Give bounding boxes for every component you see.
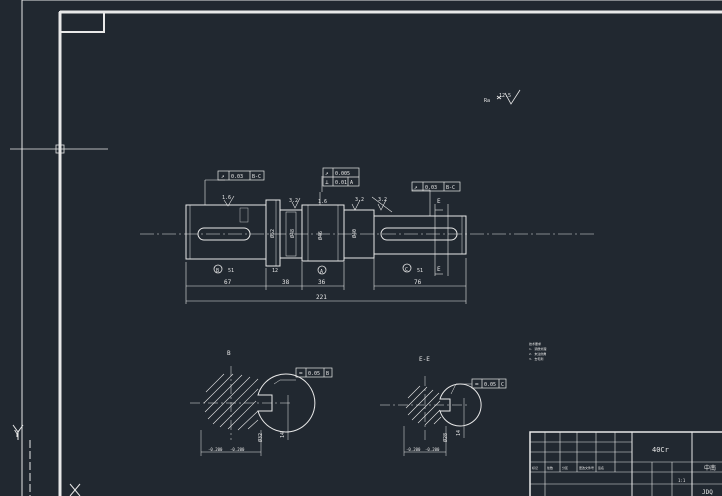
- scale-value: 1:1: [678, 478, 686, 483]
- shaft-main-view[interactable]: [140, 199, 595, 267]
- leader-lines: [204, 176, 449, 276]
- section-title: B: [227, 350, 231, 357]
- note-line: 2. 未注倒角: [529, 351, 546, 356]
- dimension-value: 36: [318, 279, 326, 286]
- tolerance-frame-right: [411, 181, 461, 192]
- ucs-icon: [12, 424, 31, 496]
- crosshair-cursor: [10, 100, 108, 200]
- section-depth: 14: [280, 432, 286, 438]
- diameter-label: Ø52: [269, 229, 276, 238]
- diameter-label: Ø48: [289, 229, 296, 238]
- school-name: 中南: [704, 464, 716, 472]
- section-tolerance: -0.200: [230, 447, 245, 452]
- surface-mark: 1.6: [318, 199, 327, 205]
- tol-symbol: ⊥: [325, 179, 329, 186]
- section-view-left[interactable]: [190, 366, 333, 456]
- tol-datum: B: [326, 371, 329, 377]
- dimension-total: 221: [316, 294, 327, 301]
- keyway-right: [380, 227, 458, 241]
- tolerance-frame-middle: [322, 167, 360, 187]
- dimension-lines: [185, 258, 467, 304]
- section-width: Ø28: [442, 433, 449, 442]
- tol-value: 0.05: [484, 382, 496, 388]
- keyway-left: [197, 227, 251, 241]
- title-block-label: 签名: [598, 465, 604, 470]
- ucs-y-label: Y: [14, 429, 20, 440]
- note-line: 1. 调质处理: [529, 346, 546, 351]
- note-line: 技术要求: [529, 341, 541, 346]
- tol-value: 0.01: [335, 180, 347, 186]
- title-block-label: 处数: [547, 465, 553, 470]
- dimension-value: 67: [224, 279, 232, 286]
- surface-roughness-symbol: [496, 89, 521, 105]
- section-width: Ø32: [257, 433, 264, 442]
- tol-datum: A: [350, 180, 353, 186]
- tol-symbol: ↗: [414, 184, 418, 191]
- tol-value: 0.05: [308, 371, 320, 377]
- datum-letter: B: [216, 268, 219, 274]
- tol-datum: B-C: [252, 174, 261, 180]
- datum-letter: C: [405, 267, 408, 273]
- tolerance-frame-left: [217, 170, 265, 181]
- title-block-label: 标记: [532, 465, 538, 470]
- section-depth: 14: [456, 430, 462, 436]
- surface-mark: 3.2: [289, 198, 298, 204]
- title-block-label: 分区: [562, 465, 568, 470]
- tol-value: 0.03: [425, 185, 437, 191]
- tol-value: 0.005: [335, 171, 350, 177]
- drawing-code: JDQ: [702, 489, 713, 496]
- section-view-right[interactable]: [380, 376, 507, 456]
- tol-datum: C: [501, 382, 504, 388]
- part-material: 40Cr: [652, 446, 669, 454]
- datum-markers: [213, 263, 412, 275]
- section-tolerance: -0.200: [208, 447, 223, 452]
- tol-datum: B-C: [446, 185, 455, 191]
- sheet-border: [21, 0, 722, 496]
- title-block-label: 更改文件号: [579, 465, 594, 470]
- section-tag: E: [437, 198, 441, 205]
- tol-symbol: =: [475, 381, 479, 388]
- surface-mark: 3.2: [378, 197, 387, 203]
- note-line: 3. 去毛刺: [529, 356, 543, 361]
- shaft-segment-5: [373, 215, 467, 255]
- tol-symbol: =: [299, 370, 303, 377]
- title-block[interactable]: [529, 431, 722, 496]
- tol-symbol: ↗: [221, 173, 225, 180]
- roughness-symbol: Ra: [484, 98, 490, 104]
- section-title: E-E: [419, 356, 430, 363]
- dimension-value: 38: [282, 279, 290, 286]
- small-dimension: 51: [417, 268, 423, 274]
- section-tolerance: -0.200: [425, 447, 440, 452]
- small-dimension: 51: [228, 268, 234, 274]
- section-tolerance: -0.200: [406, 447, 421, 452]
- technical-notes: 技术要求 1. 调质处理 2. 未注倒角 3. 去毛刺: [529, 341, 546, 361]
- dimension-value: 76: [414, 279, 422, 286]
- small-dimension: 12: [272, 268, 278, 274]
- diameter-label: Ø40: [351, 229, 358, 238]
- tol-value: 0.03: [231, 174, 243, 180]
- datum-letter: A: [320, 269, 323, 275]
- diameter-label: Ø46: [317, 231, 324, 240]
- surface-mark: 3.2: [355, 197, 364, 203]
- section-tag: E: [437, 266, 441, 273]
- roughness-value: 12.5: [499, 93, 511, 99]
- surface-mark: 1.6: [222, 195, 231, 201]
- tol-symbol: ↗: [325, 170, 329, 177]
